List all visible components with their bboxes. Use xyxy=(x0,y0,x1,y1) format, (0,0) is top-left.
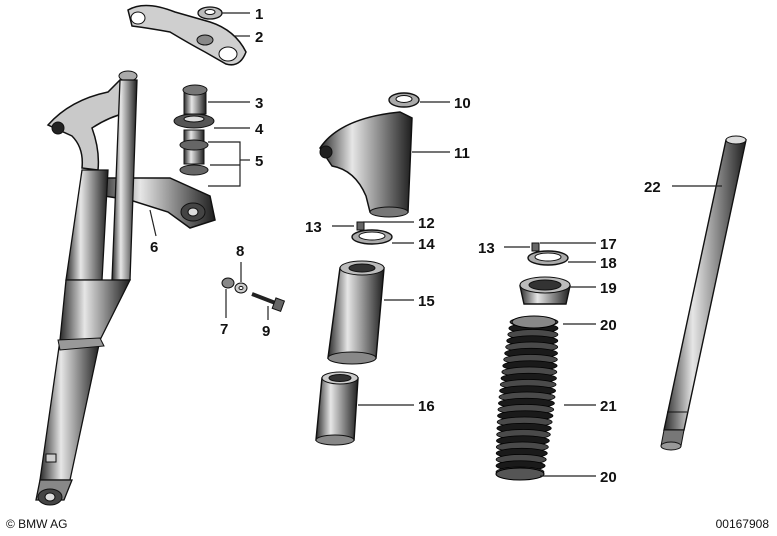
upper-triple-clamp xyxy=(127,4,247,66)
callout-10: 10 xyxy=(454,95,471,112)
steering-stem-parts xyxy=(173,84,215,176)
callout-17: 17 xyxy=(600,236,617,253)
rubber-bellows xyxy=(495,315,559,481)
fork-cover-upper xyxy=(319,92,420,218)
clamp-ring-upper xyxy=(351,221,393,245)
callout-18: 18 xyxy=(600,255,617,272)
leader-lines xyxy=(149,12,722,477)
callout-8: 8 xyxy=(236,243,244,260)
diagram-id: 00167908 xyxy=(715,517,769,531)
callout-20-top: 20 xyxy=(600,317,617,334)
callout-11: 11 xyxy=(454,145,470,162)
callout-15: 15 xyxy=(418,293,435,310)
callout-14: 14 xyxy=(418,236,435,253)
callout-9: 9 xyxy=(262,323,270,340)
fork-lower-sleeve xyxy=(315,371,359,446)
bellows-collar xyxy=(519,276,571,305)
callout-1: 1 xyxy=(255,6,263,23)
callout-4: 4 xyxy=(255,121,264,138)
copyright-notice: © BMW AG xyxy=(6,517,68,531)
callout-7: 7 xyxy=(220,321,228,338)
clamp-ring-lower xyxy=(527,242,569,266)
fork-inner-tube xyxy=(660,135,747,451)
callout-labels: 1 2 3 4 5 6 7 8 9 10 11 12 13 14 15 16 1… xyxy=(150,6,661,486)
callout-13-right: 13 xyxy=(478,240,495,257)
callout-19: 19 xyxy=(600,280,617,297)
callout-12: 12 xyxy=(418,215,435,232)
callout-3: 3 xyxy=(255,95,263,112)
clamp-nut xyxy=(197,6,223,20)
callout-22: 22 xyxy=(644,179,661,196)
callout-5: 5 xyxy=(255,153,263,170)
callout-2: 2 xyxy=(255,29,263,46)
callout-21: 21 xyxy=(600,398,617,415)
callout-16: 16 xyxy=(418,398,435,415)
fork-leg xyxy=(35,70,138,506)
fork-cover-tube xyxy=(327,260,385,365)
callout-13-left: 13 xyxy=(305,219,322,236)
callout-20-bottom: 20 xyxy=(600,469,617,486)
pinch-bolt-set xyxy=(221,277,286,312)
callout-6: 6 xyxy=(150,239,158,256)
